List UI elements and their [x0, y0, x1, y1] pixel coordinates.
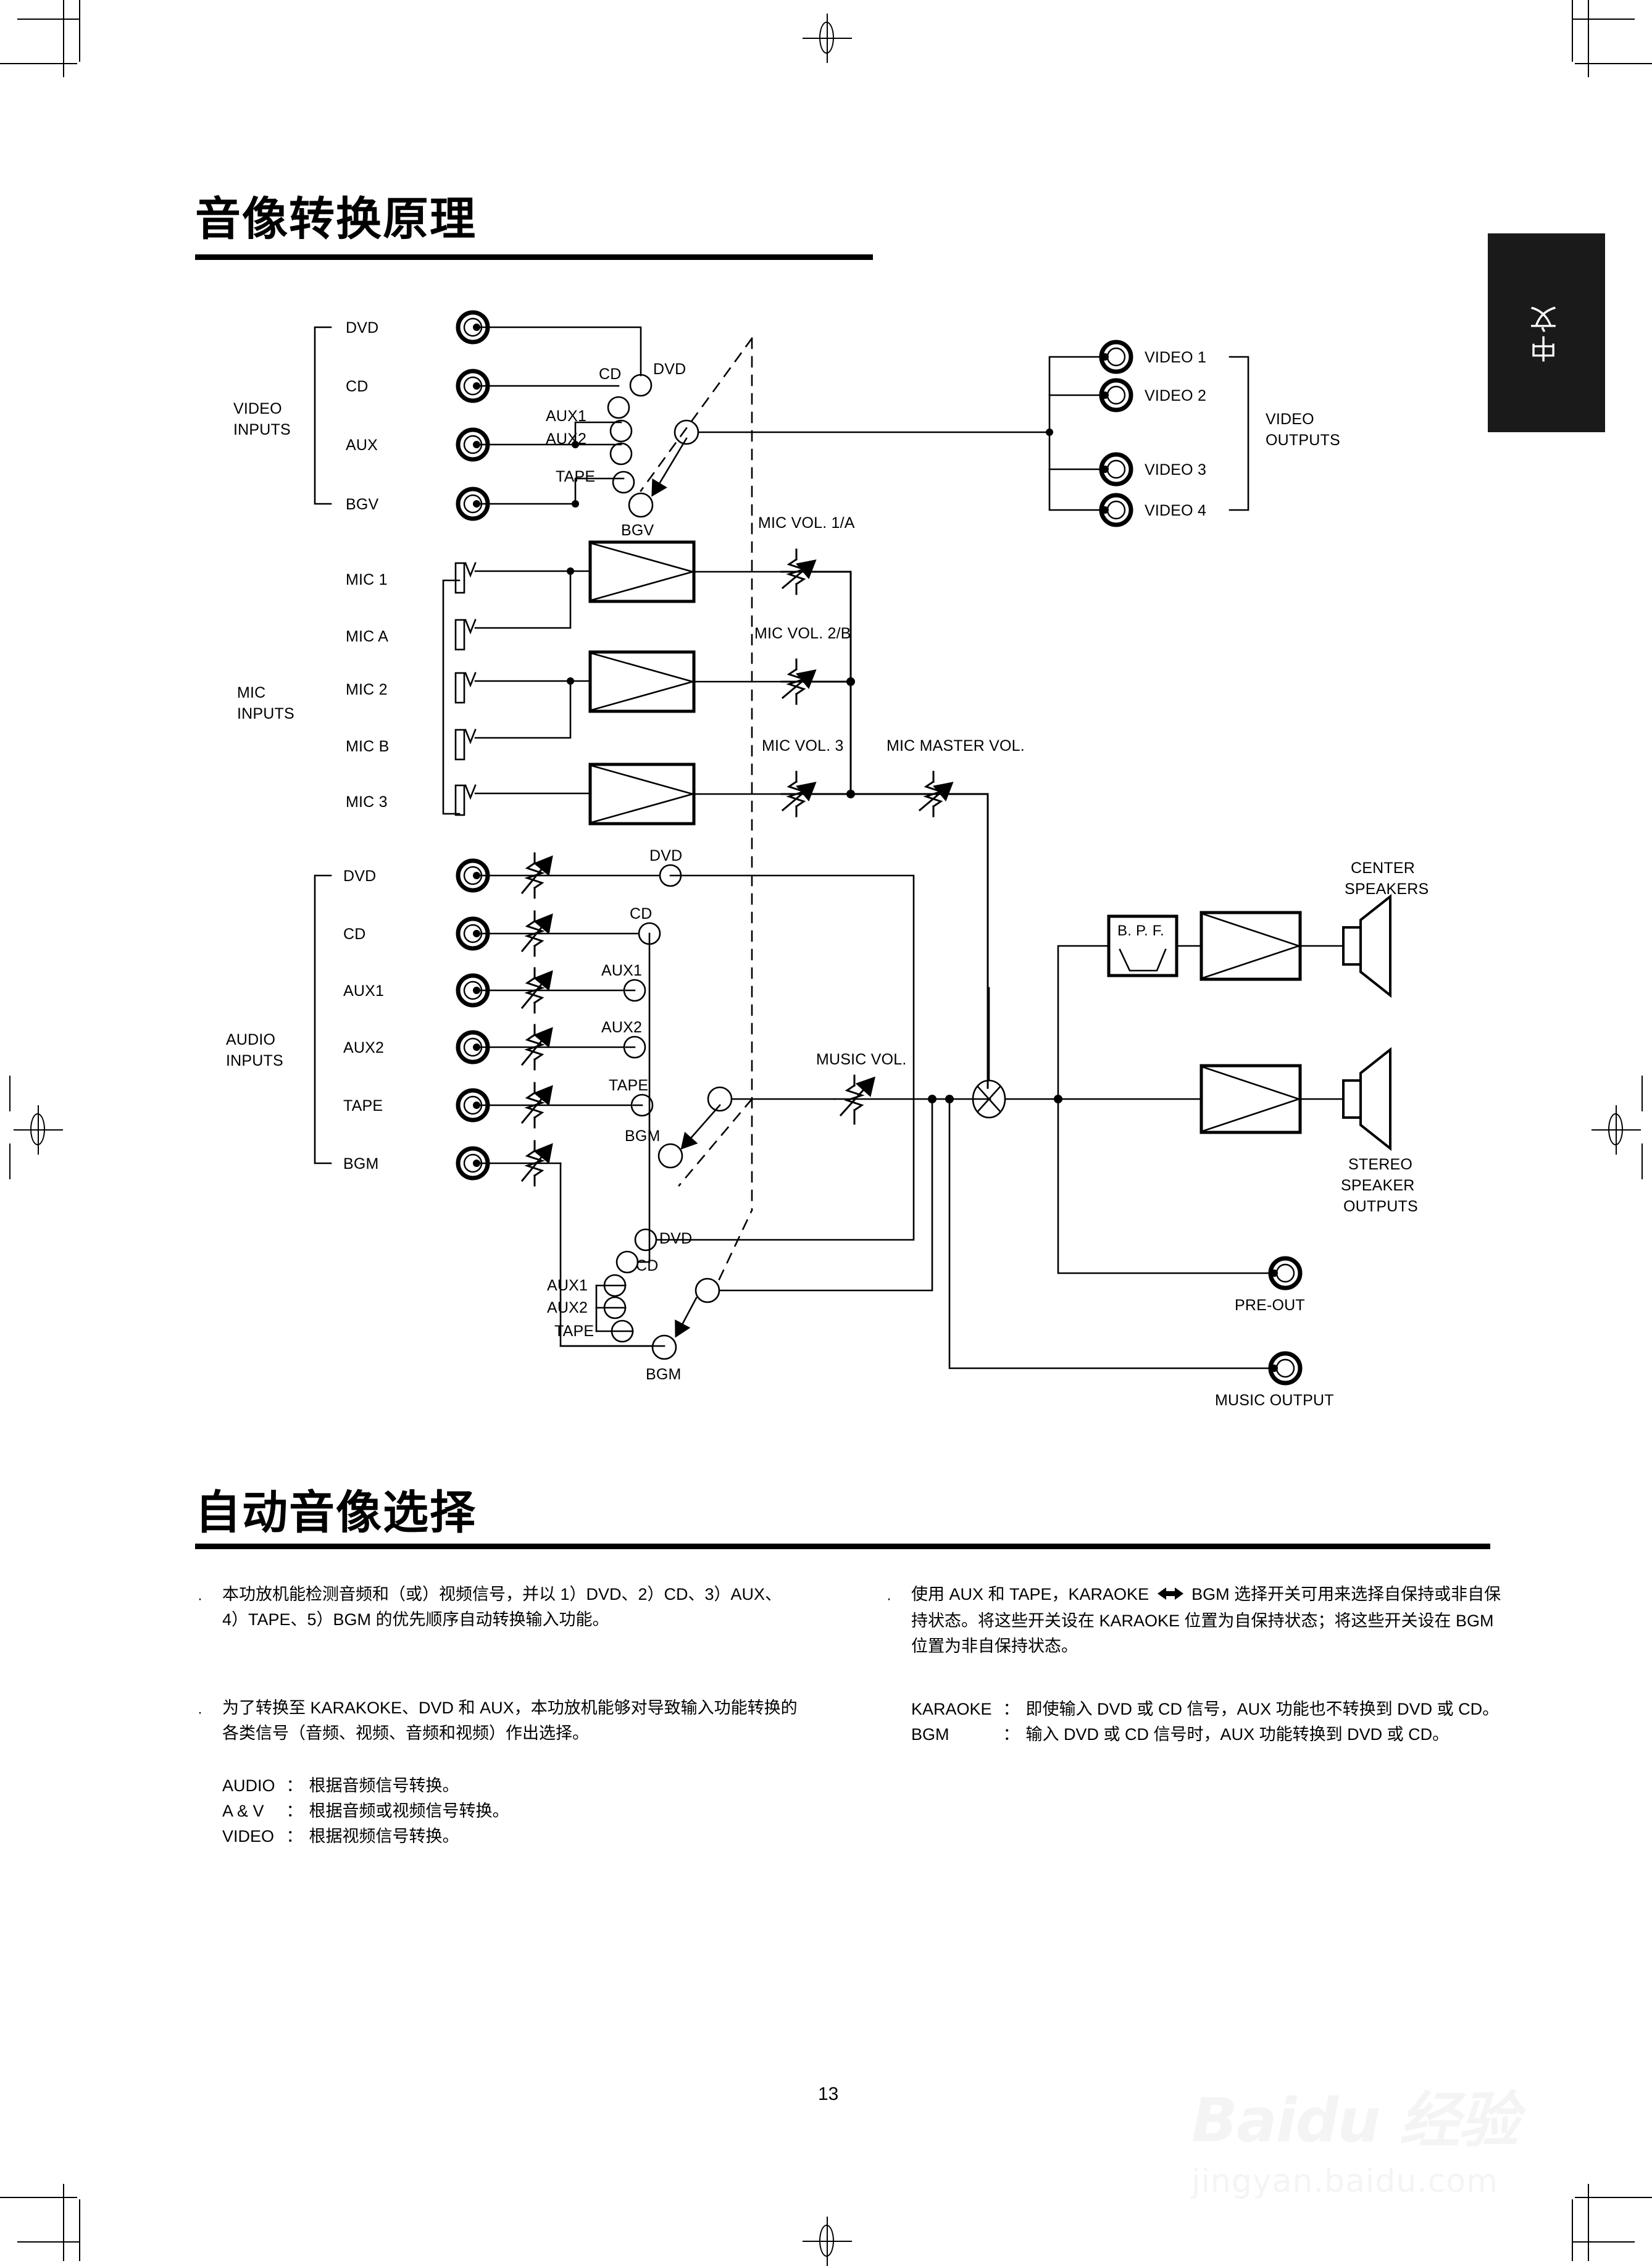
mic-input-jack-label-a: MIC A — [346, 628, 389, 645]
definition-separator-video: ： — [286, 1827, 303, 1846]
definition-separator-av: ： — [286, 1802, 303, 1820]
registration-mark-top — [803, 14, 852, 63]
definition-value-video: 根据视频信号转换。 — [309, 1827, 459, 1846]
audio-inputs-label-line2: INPUTS — [226, 1052, 283, 1069]
karaoke-bgm-arrow-icon — [1157, 1583, 1183, 1608]
video-outputs-label-line2: OUTPUTS — [1266, 432, 1340, 449]
bgm-switch-contact-label-aux1: AUX1 — [547, 1277, 588, 1294]
registration-mark-left — [14, 1105, 63, 1155]
video-switch-contact-label-aux1: AUX1 — [546, 408, 587, 425]
video-switch-contact-label-cd: CD — [599, 366, 622, 383]
stereo-outputs-label-line1: STEREO — [1348, 1156, 1412, 1173]
definition-value-av: 根据音频或视频信号转换。 — [309, 1802, 509, 1820]
audio-switch-contact-label-cd: CD — [630, 905, 653, 922]
bgm-switch-contact-label-cd: CD — [636, 1257, 659, 1274]
definition-value-audio: 根据音频信号转换。 — [309, 1776, 459, 1795]
mic-input-jack-label-1: MIC 1 — [346, 571, 388, 588]
auto-select-right-bullet-1: 使用 AUX 和 TAPE，KARAOKE BGM 选择开关可用来选择自保持或非… — [911, 1582, 1504, 1659]
auto-select-left-bullet-1: 本功放机能检测音频和（或）视频信号，并以 1）DVD、2）CD、3）AUX、4）… — [222, 1585, 782, 1629]
audio-input-jack-label-bgm: BGM — [343, 1155, 379, 1173]
baidu-watermark: Baidu 经验 jingyan.baidu.com — [1191, 2072, 1519, 2200]
bullet-marker-left-1: · — [198, 1591, 202, 1607]
video-inputs-label-line1: VIDEO — [233, 400, 282, 417]
definition-separator-bgm: ： — [1003, 1725, 1020, 1744]
definition-separator-karaoke: ： — [1003, 1700, 1020, 1718]
audio-switch-contact-label-dvd: DVD — [649, 847, 683, 864]
right-bullet-text-a: 使用 AUX 和 TAPE，KARAOKE — [911, 1585, 1154, 1603]
mic-master-volume-label: MIC MASTER VOL. — [886, 737, 1025, 755]
audio-input-jack-label-aux2: AUX2 — [343, 1039, 385, 1056]
video-input-jack-label-cd: CD — [346, 378, 369, 395]
mic-volume-label-3: MIC VOL. 3 — [762, 737, 844, 755]
mic-volume-label-1a: MIC VOL. 1/A — [758, 514, 855, 532]
auto-select-right-definitions: KARAOKE ： 即使输入 DVD 或 CD 信号，AUX 功能也不转换到 D… — [911, 1697, 1504, 1747]
audio-input-jack-label-aux1: AUX1 — [343, 982, 385, 1000]
video-switch-contact-label-aux2: AUX2 — [546, 430, 587, 448]
definition-key-karaoke: KARAOKE — [911, 1700, 992, 1718]
mic-input-jack-label-2: MIC 2 — [346, 681, 388, 698]
bgm-switch-contact-label-dvd: DVD — [659, 1230, 693, 1247]
bgm-switch-pole-label: BGM — [646, 1366, 682, 1383]
video-output-jack-label-3: VIDEO 3 — [1145, 461, 1207, 479]
music-volume-label: MUSIC VOL. — [816, 1051, 907, 1068]
video-output-jack-label-1: VIDEO 1 — [1145, 349, 1207, 366]
video-switch-contact-label-tape: TAPE — [556, 468, 596, 485]
section-title-auto-select: 自动音像选择 — [195, 1486, 477, 1539]
section-rule-1 — [195, 254, 873, 260]
video-switch-contact-label-dvd: DVD — [653, 361, 686, 378]
stereo-outputs-label-line3: OUTPUTS — [1343, 1198, 1418, 1215]
video-output-jack-label-2: VIDEO 2 — [1145, 387, 1207, 404]
registration-mark-right — [1592, 1105, 1641, 1155]
video-switch-pole-label-bgv: BGV — [621, 522, 654, 539]
definition-separator-audio: ： — [286, 1776, 303, 1795]
bgm-switch-contact-label-tape: TAPE — [554, 1323, 594, 1340]
section-rule-2 — [195, 1544, 1490, 1549]
definition-key-bgm: BGM — [911, 1725, 949, 1744]
section-title-signal-flow: 音像转换原理 — [195, 193, 477, 246]
mic-input-jack-label-b: MIC B — [346, 738, 390, 755]
center-speakers-label-line2: SPEAKERS — [1345, 880, 1429, 898]
mic-input-jack-label-3: MIC 3 — [346, 793, 388, 811]
video-output-jack-label-4: VIDEO 4 — [1145, 502, 1207, 519]
mic-volume-label-2b: MIC VOL. 2/B — [754, 625, 851, 642]
video-outputs-label-line1: VIDEO — [1266, 411, 1314, 428]
audio-switch-contact-label-aux2: AUX2 — [601, 1019, 643, 1036]
bullet-marker-left-2: · — [198, 1704, 202, 1721]
video-input-jack-label-dvd: DVD — [346, 319, 379, 337]
audio-input-jack-label-tape: TAPE — [343, 1097, 383, 1114]
music-output-jack-label: MUSIC OUTPUT — [1215, 1392, 1334, 1409]
right-bullet-text-b: BGM 选择开关可用来选择自保持或非自保持状态。将这些开关设在 KARAOKE … — [911, 1585, 1501, 1655]
auto-select-left-bullet-2: 为了转换至 KARAKOKE、DVD 和 AUX，本功放机能够对导致输入功能转换… — [222, 1699, 798, 1742]
bgm-switch-contact-label-aux2: AUX2 — [547, 1299, 588, 1316]
watermark-line-2: jingyan.baidu.com — [1191, 2163, 1498, 2200]
video-input-jack-label-bgv: BGV — [346, 496, 379, 513]
pre-out-jack-label: PRE-OUT — [1235, 1297, 1305, 1314]
mic-inputs-label-line1: MIC — [237, 684, 266, 701]
video-inputs-label-line2: INPUTS — [233, 421, 291, 438]
stereo-outputs-label-line2: SPEAKER — [1341, 1177, 1415, 1194]
audio-switch-contact-label-aux1: AUX1 — [601, 962, 643, 979]
definition-key-video: VIDEO — [222, 1827, 275, 1846]
definition-key-av: A & V — [222, 1802, 264, 1820]
audio-switch-contact-label-tape: TAPE — [609, 1077, 649, 1094]
mic-inputs-label-line2: INPUTS — [237, 705, 294, 722]
audio-switch-pole-label-bgm: BGM — [625, 1127, 661, 1145]
audio-input-jack-label-dvd: DVD — [343, 868, 377, 885]
language-side-tab: 中文 — [1488, 233, 1605, 432]
registration-mark-bottom — [803, 2217, 852, 2266]
double-arrow-icon — [1157, 1587, 1183, 1600]
bpf-label: B. P. F. — [1117, 922, 1164, 939]
video-input-jack-label-aux: AUX — [346, 437, 378, 454]
definition-value-karaoke: 即使输入 DVD 或 CD 信号，AUX 功能也不转换到 DVD 或 CD。 — [1025, 1700, 1500, 1718]
center-speakers-label-line1: CENTER — [1351, 859, 1415, 877]
auto-select-left-definitions: AUDIO ： 根据音频信号转换。 A & V ： 根据音频或视频信号转换。 V… — [222, 1773, 790, 1849]
audio-input-jack-label-cd: CD — [343, 926, 366, 943]
signal-flow-diagram — [314, 310, 1391, 1386]
watermark-line-1: Baidu 经验 — [1191, 2086, 1519, 2156]
page-number: 13 — [818, 2084, 839, 2104]
definition-value-bgm: 输入 DVD 或 CD 信号时，AUX 功能转换到 DVD 或 CD。 — [1025, 1725, 1450, 1744]
audio-inputs-label-line1: AUDIO — [226, 1031, 276, 1048]
definition-key-audio: AUDIO — [222, 1776, 275, 1795]
bullet-marker-right-1: · — [886, 1591, 891, 1607]
